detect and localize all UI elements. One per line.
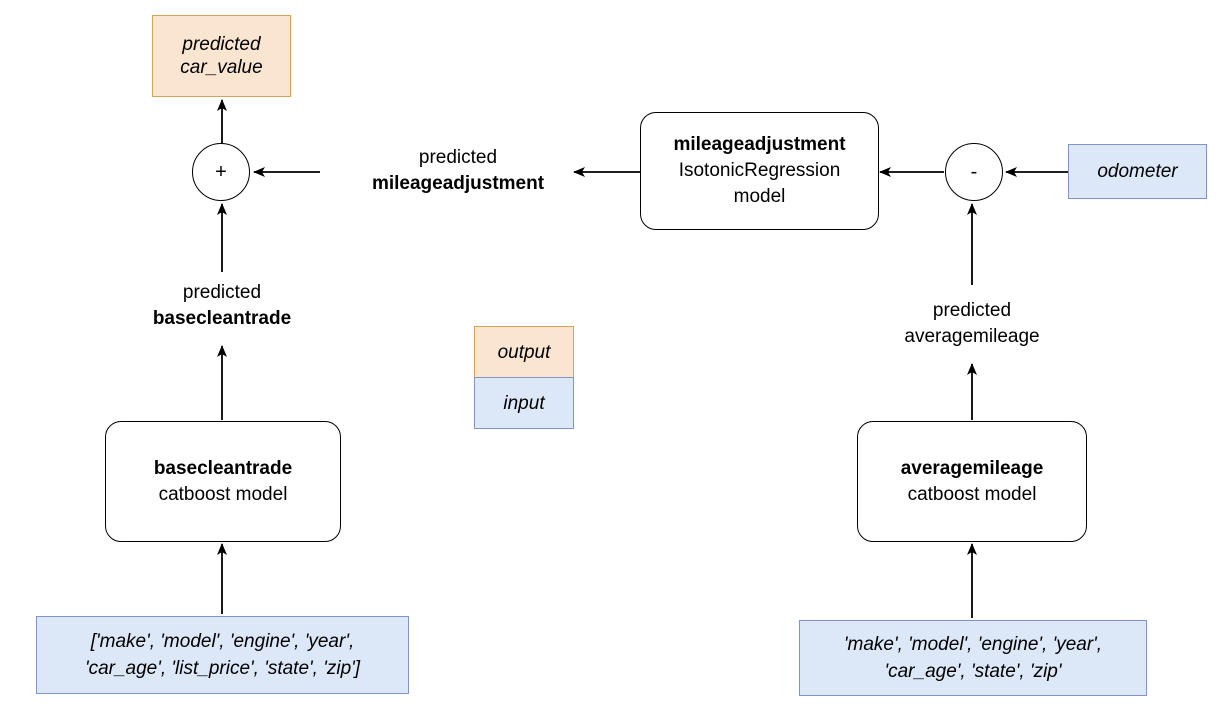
mileageadjustment-model-box: mileageadjustment IsotonicRegression mod…	[640, 112, 879, 230]
predicted-averagemileage-line2: averagemileage	[904, 326, 1040, 347]
right-features-line2: 'car_age', 'state', 'zip'	[884, 661, 1062, 682]
plus-operator: +	[192, 143, 250, 201]
predicted-basecleantrade-label: predicted basecleantrade	[102, 280, 342, 332]
minus-symbol: -	[970, 160, 978, 183]
predicted-averagemileage-line1: predicted	[932, 300, 1012, 321]
left-features-line2: 'car_age', 'list_price', 'state', 'zip']	[84, 658, 361, 679]
averagemileage-model-subtitle: catboost model	[907, 483, 1037, 505]
basecleantrade-model-box: basecleantrade catboost model	[105, 421, 341, 542]
plus-symbol: +	[215, 160, 227, 183]
legend-output-text: output	[497, 341, 551, 363]
legend-input-text: input	[503, 392, 545, 414]
mileageadjustment-model-title: mileageadjustment	[673, 134, 846, 155]
averagemileage-model-box: averagemileage catboost model	[857, 421, 1087, 542]
basecleantrade-model-title: basecleantrade	[153, 457, 293, 479]
output-line2: car_value	[180, 57, 263, 78]
averagemileage-model-title: averagemileage	[900, 457, 1044, 479]
legend-output: output	[474, 326, 574, 378]
predicted-mileageadjustment-line2: mileageadjustment	[371, 173, 545, 194]
basecleantrade-model-subtitle: catboost model	[158, 483, 288, 505]
predicted-basecleantrade-line2: basecleantrade	[152, 308, 292, 329]
right-features-line1: 'make', 'model', 'engine', 'year',	[843, 634, 1103, 655]
basecleantrade-features-input: ['make', 'model', 'engine', 'year', 'car…	[36, 616, 409, 694]
predicted-mileageadjustment-line1: predicted	[418, 147, 498, 168]
averagemileage-features-input: 'make', 'model', 'engine', 'year', 'car_…	[799, 620, 1147, 696]
output-car-value-box: predicted car_value	[152, 15, 291, 97]
predicted-averagemileage-label: predicted averagemileage	[852, 298, 1092, 350]
minus-operator: -	[945, 143, 1003, 201]
mileageadjustment-model-line2: IsotonicRegression	[678, 160, 841, 181]
predicted-basecleantrade-line1: predicted	[182, 282, 262, 303]
output-line1: predicted	[182, 34, 261, 55]
predicted-mileageadjustment-label: predicted mileageadjustment	[318, 145, 598, 197]
odometer-input-box: odometer	[1068, 144, 1207, 199]
left-features-line1: ['make', 'model', 'engine', 'year',	[90, 631, 355, 652]
odometer-text: odometer	[1097, 161, 1178, 182]
mileageadjustment-model-line3: model	[733, 186, 786, 207]
legend-input: input	[474, 377, 574, 429]
